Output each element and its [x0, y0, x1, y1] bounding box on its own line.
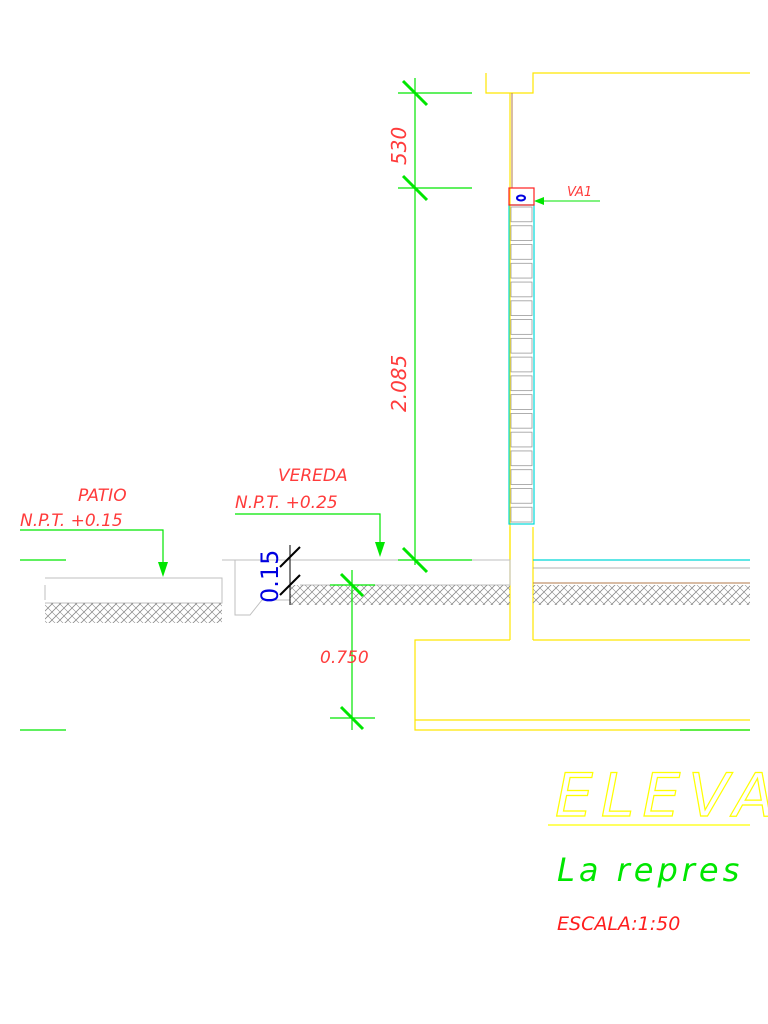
dim-label-foundation: 0.750 [320, 648, 369, 668]
glass-block [510, 450, 533, 467]
patio-step [45, 577, 223, 604]
patio-name: PATIO [78, 486, 127, 506]
dimension-tick-icon [279, 546, 301, 568]
glass-block [510, 506, 533, 523]
foundation-dimension [330, 570, 375, 731]
glass-block [510, 206, 533, 223]
window-tag-label: VA1 [567, 185, 592, 200]
drawing-subtitle: La repres [557, 851, 743, 889]
soil-hatch-left [45, 603, 222, 623]
glass-block [510, 394, 533, 410]
top-parapet [485, 72, 750, 94]
glass-block [510, 488, 533, 504]
glass-block [510, 300, 533, 316]
glass-column-frame [508, 204, 535, 525]
glass-block [510, 413, 533, 429]
dim-label-step: 0.15 [256, 550, 284, 603]
vereda-level: N.P.T. +0.25 [235, 493, 338, 513]
glass-block [510, 337, 533, 354]
leader-arrow-icon [534, 197, 544, 205]
dimension-tick-icon [279, 574, 301, 596]
dimension-tick-icon [339, 705, 365, 731]
drawing-title: ELEVA [555, 761, 768, 831]
vereda-curb [222, 559, 290, 616]
dimension-tick-icon [339, 572, 365, 598]
step-dimension [279, 545, 301, 605]
leader-arrow-icon [158, 562, 168, 577]
dim-label-top: 530 [387, 127, 411, 165]
patio-level: N.P.T. +0.15 [20, 511, 123, 531]
glass-block [510, 225, 533, 241]
dimension-tick-icon [401, 79, 429, 107]
dimension-tick-icon [401, 174, 429, 202]
soil-hatch-right [533, 585, 750, 605]
level-leaders [20, 513, 750, 731]
vereda-name: VEREDA [278, 466, 348, 486]
glass-block-column [508, 204, 535, 525]
patio-leader [20, 529, 164, 566]
dim-label-height: 2.085 [387, 355, 411, 412]
glass-block [510, 375, 533, 392]
soil-hatch-middle [290, 585, 510, 605]
drawing-scale: ESCALA:1:50 [557, 913, 680, 935]
glass-block [510, 262, 533, 279]
vereda-leader [235, 513, 381, 546]
glass-block [510, 281, 533, 298]
glass-block [510, 319, 533, 335]
window-tag-dot [516, 194, 526, 202]
vertical-dimension-chain [398, 78, 472, 574]
glass-block [510, 431, 533, 448]
dimension-tick-icon [401, 546, 429, 574]
building-structure [414, 72, 750, 731]
window-tag-icon [508, 187, 535, 206]
glass-block [510, 244, 533, 260]
leader-arrow-icon [375, 542, 385, 557]
glass-block [510, 356, 533, 373]
glass-block [510, 469, 533, 485]
footing-outline [414, 639, 750, 731]
